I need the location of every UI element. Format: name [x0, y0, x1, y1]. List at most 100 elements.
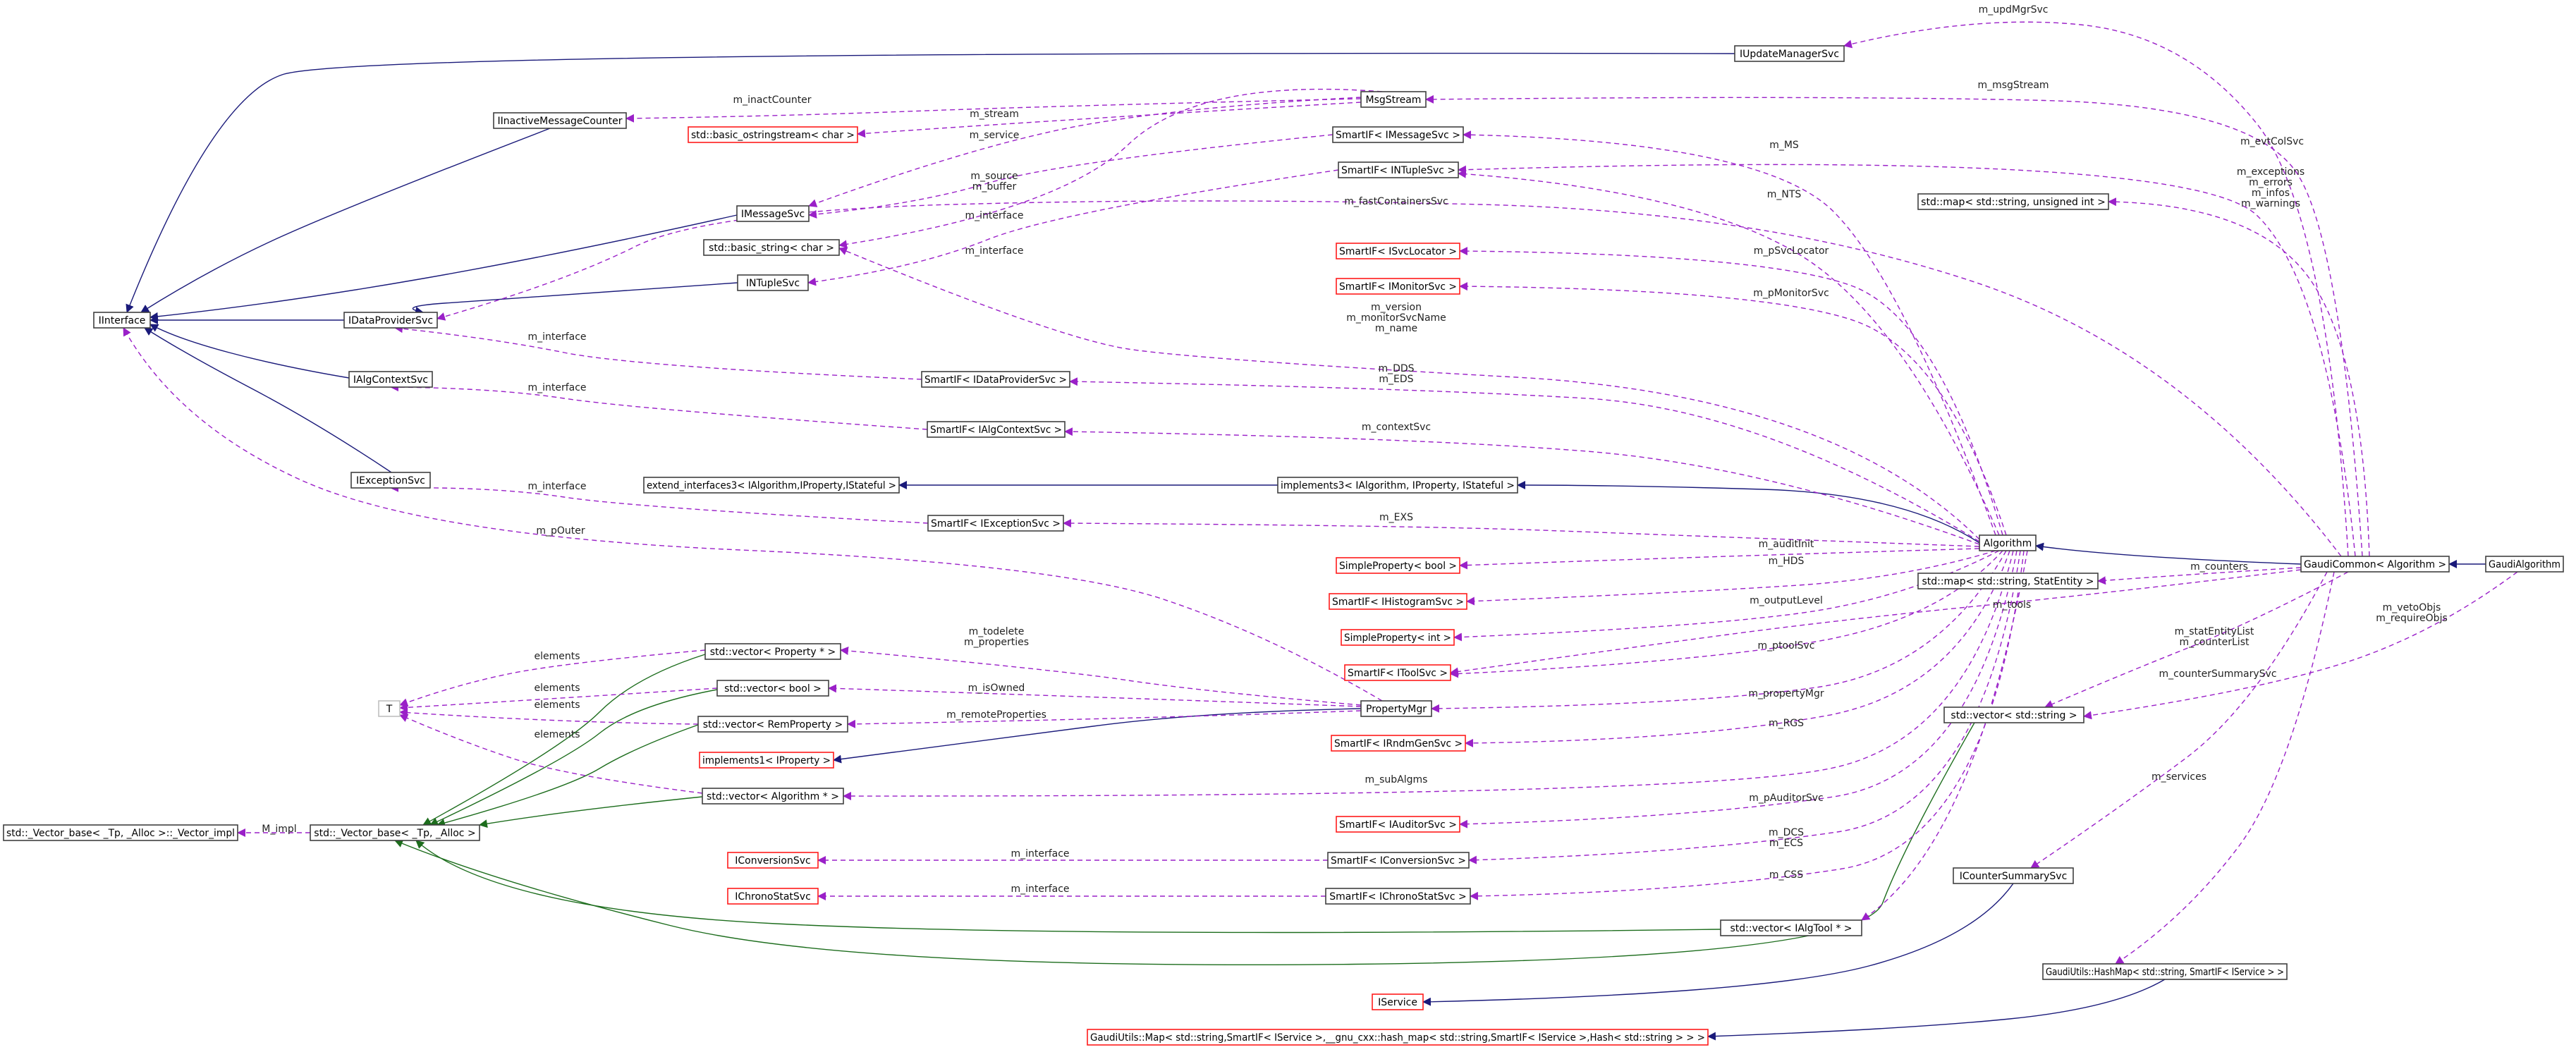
edge-SI_IAlgContextSvc-to-IAlgContextSvc: [390, 383, 928, 430]
edge-vec_Algorithm-to-T: [399, 714, 703, 794]
class-node-INTupleSvc[interactable]: INTupleSvc: [737, 274, 809, 291]
class-box: [1344, 664, 1451, 681]
class-box: [702, 788, 844, 805]
class-node-HashMap[interactable]: GaudiUtils::HashMap< std::string, SmartI…: [2042, 963, 2288, 980]
class-node-ostringstream[interactable]: std::basic_ostringstream< char >: [688, 126, 858, 143]
edge-vec_Property-to-Vector_base: [422, 654, 706, 826]
class-node-implements1[interactable]: implements1< IProperty >: [699, 752, 834, 769]
edges-layer: [123, 21, 2518, 1041]
class-node-vec_string[interactable]: std::vector< std::string >: [1943, 707, 2084, 723]
class-node-SI_IExceptionSvc[interactable]: SmartIF< IExceptionSvc >: [927, 515, 1064, 532]
class-name: SmartIF< IRndmGenSvc >: [1334, 738, 1463, 750]
class-node-IMessageSvc[interactable]: IMessageSvc: [736, 205, 810, 222]
class-node-IInactiveMessageCounter[interactable]: IInactiveMessageCounter: [493, 112, 627, 129]
class-name: std::vector< bool >: [724, 683, 822, 695]
edge-label: m_pSvcLocator: [1754, 245, 1829, 257]
edge-IUpdateManagerSvc-to-IInterface: [126, 52, 1735, 313]
edge-label: m_stream: [970, 109, 1019, 120]
edge-vec_IAlgTool-to-Vector_base: [415, 840, 1721, 934]
class-node-Vector_impl[interactable]: std::_Vector_base< _Tp, _Alloc >::_Vecto…: [3, 824, 238, 841]
edge-label: m_msgStream: [1977, 80, 2049, 91]
edge-label: m_pMonitorSvc: [1753, 288, 1829, 299]
edge-label: m_evtColSvc: [2240, 136, 2304, 147]
class-node-T[interactable]: T: [378, 700, 401, 717]
class-node-SimpleProperty_int[interactable]: SimpleProperty< int >: [1341, 629, 1455, 646]
class-node-SI_IConversionSvc[interactable]: SmartIF< IConversionSvc >: [1327, 852, 1470, 869]
edge-label: elements: [534, 699, 580, 711]
class-name: std::basic_string< char >: [709, 243, 834, 254]
class-box: [1087, 1029, 1709, 1046]
class-node-SI_IToolSvc[interactable]: SmartIF< IToolSvc >: [1344, 664, 1451, 681]
class-node-extend_interfaces3[interactable]: extend_interfaces3< IAlgorithm,IProperty…: [643, 477, 900, 494]
class-node-SI_ISvcLocator[interactable]: SmartIF< ISvcLocator >: [1336, 243, 1460, 259]
edge-MsgStream-to-IInactiveMessageCounter: [625, 98, 1362, 123]
edge-Algorithm-to-SI_IDataProviderSvc: [1069, 377, 1980, 542]
class-node-SI_INTupleSvc[interactable]: SmartIF< INTupleSvc >: [1338, 161, 1459, 178]
class-name: std::vector< std::string >: [1951, 710, 2077, 721]
class-node-SI_IDataProviderSvc[interactable]: SmartIF< IDataProviderSvc >: [921, 371, 1070, 388]
class-box: [1979, 534, 2037, 551]
edge-label: m_remoteProperties: [946, 709, 1046, 721]
class-node-GaudiCommon[interactable]: GaudiCommon< Algorithm >: [2300, 556, 2450, 573]
class-box: [350, 472, 431, 489]
edge-Algorithm-to-vec_Algorithm: [843, 550, 2014, 801]
edge-Algorithm-to-SI_IRndmGenSvc: [1465, 550, 2010, 747]
edge-GaudiCommon-to-IUpdateManagerSvc: [1843, 21, 2349, 557]
class-node-IDataProviderSvc[interactable]: IDataProviderSvc: [343, 312, 438, 329]
class-node-SI_IChronoStatSvc[interactable]: SmartIF< IChronoStatSvc >: [1325, 888, 1471, 905]
class-name: INTupleSvc: [746, 278, 800, 289]
class-node-vec_RemProperty[interactable]: std::vector< RemProperty >: [697, 716, 848, 733]
class-box: [699, 752, 834, 769]
class-node-ICounterSummarySvc[interactable]: ICounterSummarySvc: [1953, 867, 2074, 884]
class-box: [927, 515, 1064, 532]
class-node-IService[interactable]: IService: [1372, 993, 1424, 1010]
class-node-SI_IAlgContextSvc[interactable]: SmartIF< IAlgContextSvc >: [927, 421, 1066, 438]
class-node-IChronoStatSvc[interactable]: IChronoStatSvc: [727, 888, 819, 905]
class-node-SimpleProperty_bool[interactable]: SimpleProperty< bool >: [1336, 557, 1460, 574]
class-box: [1325, 888, 1471, 905]
class-box: [927, 421, 1066, 438]
class-node-MsgStream[interactable]: MsgStream: [1360, 91, 1427, 108]
edge-label: m_ptoolSvc: [1758, 640, 1815, 652]
edge-label: m_CSS: [1769, 869, 1803, 881]
class-node-IAlgContextSvc[interactable]: IAlgContextSvc: [348, 371, 433, 388]
class-node-GaudiUtilsMap[interactable]: GaudiUtils::Map< std::string,SmartIF< IS…: [1087, 1029, 1709, 1046]
class-node-SI_IAuditorSvc[interactable]: SmartIF< IAuditorSvc >: [1336, 816, 1460, 833]
class-node-vec_bool[interactable]: std::vector< bool >: [716, 680, 829, 697]
class-name: SmartIF< IDataProviderSvc >: [924, 374, 1067, 386]
class-node-GaudiAlgorithm[interactable]: GaudiAlgorithm: [2485, 556, 2564, 573]
class-name: SmartIF< IToolSvc >: [1348, 668, 1448, 679]
class-node-vec_Algorithm[interactable]: std::vector< Algorithm * >: [702, 788, 844, 805]
class-name: IInterface: [99, 315, 146, 326]
class-node-implements3[interactable]: implements3< IAlgorithm, IProperty, ISta…: [1277, 477, 1518, 494]
class-node-basic_string[interactable]: std::basic_string< char >: [703, 239, 840, 256]
class-node-Algorithm[interactable]: Algorithm: [1979, 534, 2037, 551]
edge-IExceptionSvc-to-IInterface: [144, 327, 392, 473]
class-node-SI_IMonitorSvc[interactable]: SmartIF< IMonitorSvc >: [1336, 278, 1460, 295]
class-node-PropertyMgr[interactable]: PropertyMgr: [1360, 700, 1432, 717]
class-node-IUpdateManagerSvc[interactable]: IUpdateManagerSvc: [1734, 45, 1845, 62]
class-node-Vector_base[interactable]: std::_Vector_base< _Tp, _Alloc >: [310, 824, 480, 841]
class-node-map_string_uint[interactable]: std::map< std::string, unsigned int >: [1917, 193, 2109, 210]
class-node-IConversionSvc[interactable]: IConversionSvc: [727, 852, 819, 869]
class-node-vec_IAlgTool[interactable]: std::vector< IAlgTool * >: [1720, 919, 1862, 936]
class-node-SI_IRndmGenSvc[interactable]: SmartIF< IRndmGenSvc >: [1331, 735, 1466, 752]
edge-label: m_updMgrSvc: [1979, 4, 2049, 16]
class-box: [2300, 556, 2450, 573]
class-node-SI_IMessageSvc[interactable]: SmartIF< IMessageSvc >: [1332, 126, 1464, 143]
class-name: GaudiUtils::HashMap< std::string, SmartI…: [2046, 967, 2284, 978]
edge-GaudiCommon-to-map_statentity: [2097, 567, 2302, 585]
class-name: IService: [1378, 997, 1417, 1008]
class-node-map_statentity[interactable]: std::map< std::string, StatEntity >: [1917, 573, 2099, 589]
class-node-vec_Property[interactable]: std::vector< Property * >: [704, 643, 841, 660]
class-name: std::vector< RemProperty >: [703, 719, 843, 730]
class-node-IInterface[interactable]: IInterface: [93, 312, 151, 329]
class-box: [1277, 477, 1518, 494]
edge-label: m_inactCounter: [733, 94, 811, 106]
class-node-IExceptionSvc[interactable]: IExceptionSvc: [350, 472, 431, 489]
class-node-SI_IHistogramSvc[interactable]: SmartIF< IHistogramSvc >: [1329, 593, 1467, 610]
edge-label: m_tools: [1993, 599, 2031, 611]
